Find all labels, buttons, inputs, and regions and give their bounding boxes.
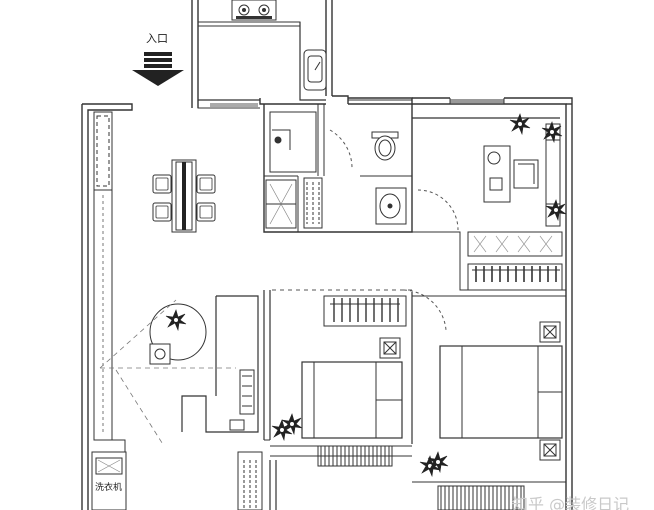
toilet-icon	[371, 131, 399, 161]
living-room	[99, 290, 271, 447]
down-arrow-icon	[132, 52, 184, 86]
dining-set	[152, 159, 216, 233]
outer-walls	[81, 0, 573, 510]
middle-bedroom	[270, 289, 447, 467]
wash-basin-icon	[375, 187, 407, 225]
entrance-label: 入口	[146, 32, 168, 45]
dining-chair	[152, 174, 172, 194]
kitchen	[197, 0, 327, 109]
entrance-marker: 入口	[132, 32, 184, 86]
kitchen-sink-icon	[303, 49, 327, 91]
left-cabinet	[93, 111, 126, 452]
master-bedroom	[412, 295, 566, 510]
plant-icon	[509, 113, 531, 135]
dining-chair	[196, 174, 216, 194]
watermark-text: 知乎 @装修日记	[512, 495, 629, 510]
dining-chair	[152, 202, 172, 222]
top-window	[348, 98, 505, 104]
laundry-area	[91, 451, 277, 510]
bathroom	[263, 104, 413, 233]
stove-icon	[231, 0, 277, 21]
study-room	[412, 117, 566, 291]
dining-chair	[196, 202, 216, 222]
laundry-label: 洗衣机	[95, 481, 122, 493]
